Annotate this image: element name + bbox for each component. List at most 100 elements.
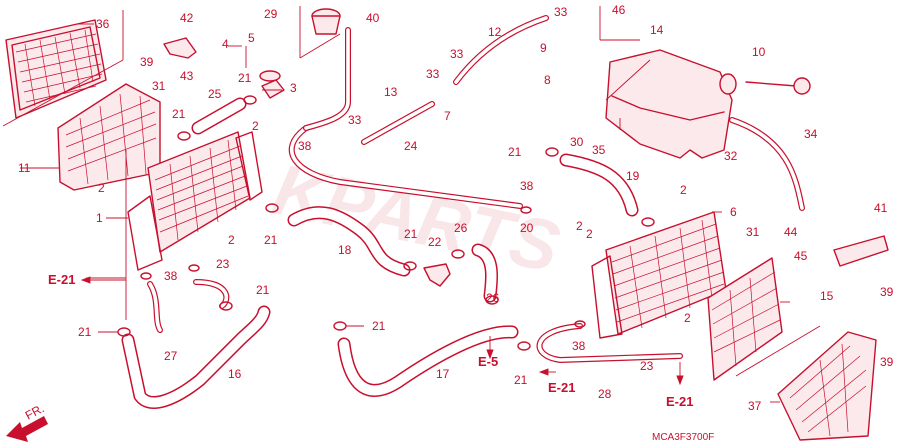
callout-31[interactable]: 31 <box>746 225 760 239</box>
callout-38[interactable]: 38 <box>572 339 586 353</box>
callout-30[interactable]: 30 <box>570 135 584 149</box>
callout-33[interactable]: 33 <box>450 47 464 61</box>
callout-21[interactable]: 21 <box>256 283 270 297</box>
callout-2[interactable]: 2 <box>586 227 593 241</box>
callout-22[interactable]: 22 <box>428 235 442 249</box>
callout-21[interactable]: 21 <box>514 373 528 387</box>
callout-21[interactable]: 21 <box>508 145 522 159</box>
callout-2[interactable]: 2 <box>252 119 259 133</box>
right-radiator[interactable] <box>591 211 727 339</box>
callout-4[interactable]: 4 <box>222 37 229 51</box>
callout-38[interactable]: 38 <box>164 269 178 283</box>
ref-e5[interactable]: E-5 <box>478 354 498 369</box>
callout-26[interactable]: 26 <box>454 221 468 235</box>
callout-26[interactable]: 26 <box>486 291 500 305</box>
callout-23[interactable]: 23 <box>216 257 230 271</box>
callout-44[interactable]: 44 <box>784 225 798 239</box>
callout-10[interactable]: 10 <box>752 45 766 59</box>
callout-21[interactable]: 21 <box>238 71 252 85</box>
callout-33[interactable]: 33 <box>554 5 568 19</box>
callout-29[interactable]: 29 <box>264 7 278 21</box>
ref-e21-center[interactable]: E-21 <box>548 380 575 395</box>
callout-34[interactable]: 34 <box>804 127 818 141</box>
hose-20[interactable] <box>471 243 499 303</box>
callout-5[interactable]: 5 <box>248 31 255 45</box>
reserve-tank[interactable] <box>605 49 737 159</box>
callout-21[interactable]: 21 <box>264 233 278 247</box>
callout-39[interactable]: 39 <box>880 355 894 369</box>
hose-13[interactable] <box>361 101 435 145</box>
callout-41[interactable]: 41 <box>874 201 888 215</box>
callout-2[interactable]: 2 <box>98 181 105 195</box>
clamps[interactable] <box>117 95 655 351</box>
callout-3[interactable]: 3 <box>290 81 297 95</box>
callout-38[interactable]: 38 <box>520 179 534 193</box>
callout-2[interactable]: 2 <box>228 233 235 247</box>
callout-46[interactable]: 46 <box>612 3 626 17</box>
callout-37[interactable]: 37 <box>748 399 762 413</box>
callout-6[interactable]: 6 <box>730 205 737 219</box>
right-radiator-shroud[interactable] <box>707 257 783 381</box>
hose-16[interactable] <box>121 305 271 409</box>
callout-32[interactable]: 32 <box>724 149 738 163</box>
callout-2[interactable]: 2 <box>684 311 691 325</box>
bracket-42[interactable] <box>163 37 197 59</box>
left-radiator[interactable] <box>127 131 263 271</box>
callout-43[interactable]: 43 <box>180 69 194 83</box>
callout-33[interactable]: 33 <box>348 113 362 127</box>
hose-17[interactable] <box>337 325 519 397</box>
callout-24[interactable]: 24 <box>404 139 418 153</box>
joint-22[interactable] <box>423 263 451 287</box>
callout-14[interactable]: 14 <box>650 23 664 37</box>
callout-16[interactable]: 16 <box>228 367 242 381</box>
callout-39[interactable]: 39 <box>140 55 154 69</box>
callout-45[interactable]: 45 <box>794 249 808 263</box>
callout-21[interactable]: 21 <box>372 319 386 333</box>
left-radiator-shroud[interactable] <box>57 83 161 191</box>
bracket-41[interactable] <box>833 235 889 267</box>
callout-39[interactable]: 39 <box>880 285 894 299</box>
callout-17[interactable]: 17 <box>436 367 450 381</box>
hose-28[interactable] <box>536 323 683 363</box>
callout-18[interactable]: 18 <box>338 243 352 257</box>
hose-12[interactable] <box>453 15 549 85</box>
callout-12[interactable]: 12 <box>488 25 502 39</box>
dipstick-10[interactable] <box>745 77 811 95</box>
callout-35[interactable]: 35 <box>592 143 606 157</box>
callout-38[interactable]: 38 <box>298 139 312 153</box>
callout-7[interactable]: 7 <box>444 109 451 123</box>
callout-40[interactable]: 40 <box>366 11 380 25</box>
ref-e21-right[interactable]: E-21 <box>666 394 693 409</box>
callout-33[interactable]: 33 <box>426 67 440 81</box>
callout-2[interactable]: 2 <box>576 219 583 233</box>
right-radiator-cover[interactable] <box>777 331 877 441</box>
callout-13[interactable]: 13 <box>384 85 398 99</box>
overflow-tube-29[interactable] <box>303 27 351 131</box>
callout-21[interactable]: 21 <box>78 325 92 339</box>
callout-36[interactable]: 36 <box>96 17 110 31</box>
filler-neck[interactable] <box>259 70 285 99</box>
callout-8[interactable]: 8 <box>544 73 551 87</box>
callout-21[interactable]: 21 <box>404 227 418 241</box>
radiator-cap[interactable] <box>311 8 341 35</box>
hose-25[interactable] <box>191 97 247 135</box>
callout-21[interactable]: 21 <box>172 107 186 121</box>
callout-27[interactable]: 27 <box>164 349 178 363</box>
hose-24[interactable] <box>288 125 523 209</box>
callout-1[interactable]: 1 <box>96 211 103 225</box>
hose-34[interactable] <box>729 117 805 211</box>
left-radiator-cover[interactable] <box>5 19 107 119</box>
hose-18[interactable] <box>287 206 411 277</box>
callout-15[interactable]: 15 <box>820 289 834 303</box>
callout-28[interactable]: 28 <box>598 387 612 401</box>
callout-42[interactable]: 42 <box>180 11 194 25</box>
callout-31[interactable]: 31 <box>152 79 166 93</box>
callout-19[interactable]: 19 <box>626 169 640 183</box>
hose-27[interactable] <box>147 279 230 333</box>
callout-2[interactable]: 2 <box>680 183 687 197</box>
callout-25[interactable]: 25 <box>208 87 222 101</box>
hose-19[interactable] <box>559 153 639 217</box>
callout-20[interactable]: 20 <box>520 221 534 235</box>
callout-11[interactable]: 11 <box>18 161 31 175</box>
callout-23[interactable]: 23 <box>640 359 654 373</box>
